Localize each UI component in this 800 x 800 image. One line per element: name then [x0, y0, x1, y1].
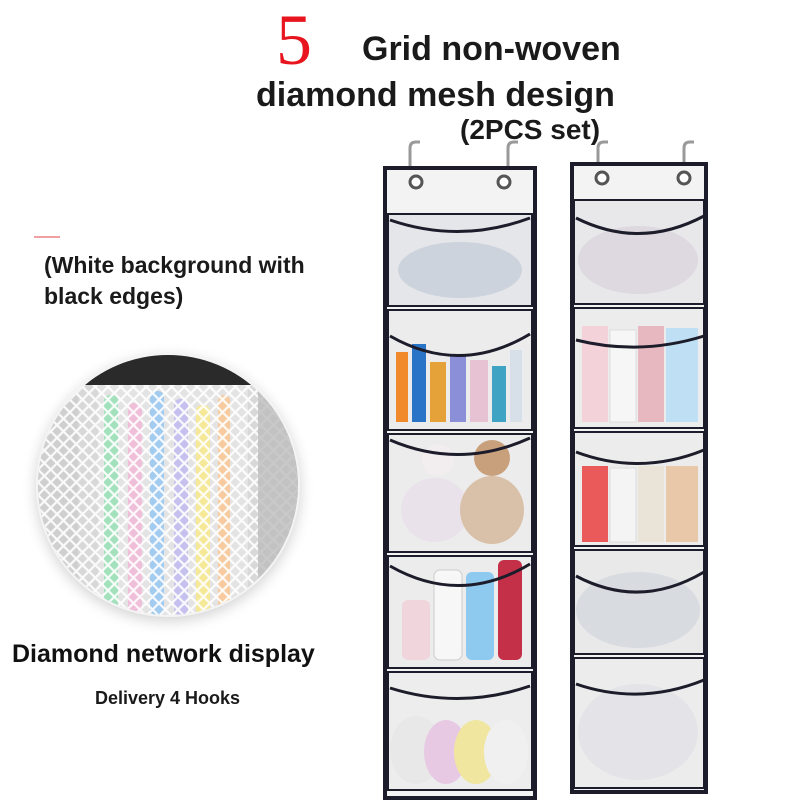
color-note-line-1: (White background with: [44, 252, 305, 278]
title-line-3: (2PCS set): [460, 114, 601, 145]
hook-icon: [506, 140, 518, 170]
mesh-zoom-image: [36, 353, 300, 617]
color-note: (White background with black edges): [44, 250, 384, 312]
mesh-display-label: Diamond network display: [12, 640, 315, 668]
hook-icon: [408, 140, 420, 170]
title-line-2: diamond mesh design: [256, 76, 615, 114]
mesh-closeup-illustration: [38, 355, 298, 615]
color-note-line-2: black edges): [44, 283, 184, 309]
number-five: 5: [276, 0, 312, 80]
hooks-label: Delivery 4 Hooks: [95, 688, 241, 708]
door-organizer-right: [570, 140, 708, 794]
decorative-divider: [34, 236, 60, 238]
door-organizer-left: [383, 140, 537, 800]
hook-icon: [682, 140, 694, 170]
hook-icon: [596, 140, 608, 170]
title-line-1: Grid non-woven: [362, 30, 621, 68]
